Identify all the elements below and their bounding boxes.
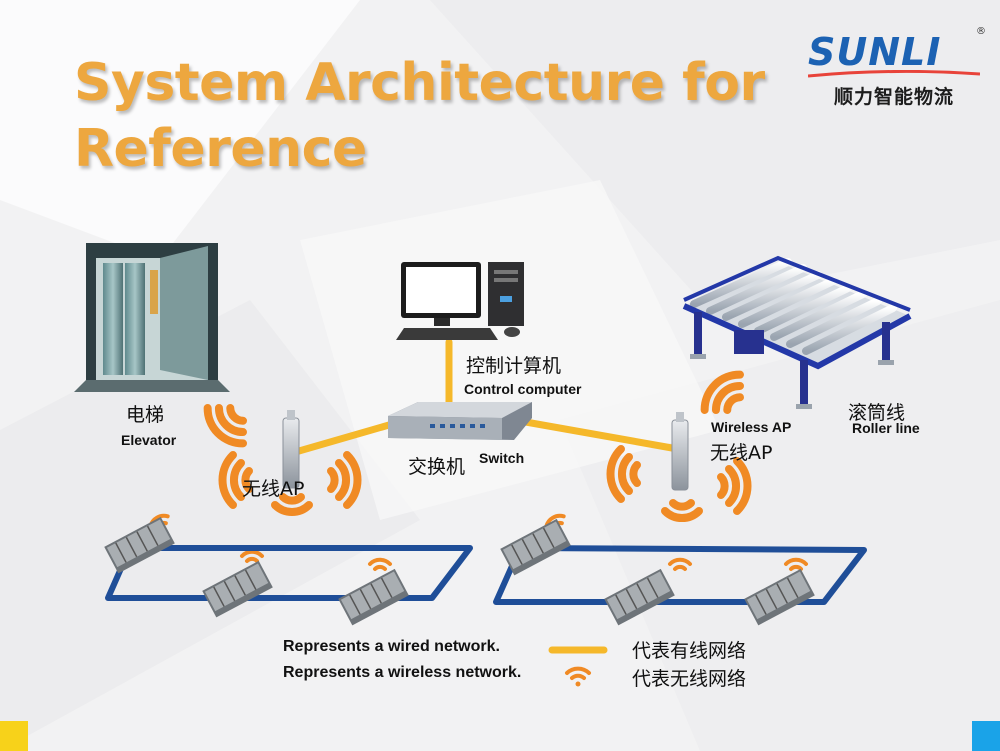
wifi-icon-right-ap-left [606,445,641,503]
wifi-icon-elevator [203,404,247,448]
wired-links [295,338,676,455]
elevator-image [74,243,230,392]
wifi-icon-shuttle-2 [240,549,264,563]
corner-accent-left [0,721,28,751]
shuttle-2 [202,560,273,618]
roller-line-label-en: Roller line [852,420,920,436]
shuttle-vehicles [104,516,815,626]
logo-underline [808,70,980,78]
wifi-icon-right-ap-right [717,457,752,515]
right-ap-device [671,412,689,491]
wifi-icon-roller [700,370,744,414]
wifi-icon-shuttle-6 [784,557,808,571]
wifi-icon-shuttle-5 [668,557,692,571]
shuttle-5 [604,568,675,626]
corner-accent-right [972,721,1000,751]
right-ap-label-en: Wireless AP [711,419,792,435]
right-track [493,545,867,605]
shuttle-3 [338,568,409,626]
wifi-icon-left-ap-bottom [271,493,313,517]
link-switch-right-ap [516,417,676,452]
legend-wireless-cn: 代表无线网络 [632,668,747,690]
wifi-icon-left-ap-right [327,451,362,509]
left-ap-label-cn: 无线AP [242,478,305,500]
switch-label-cn: 交换机 [408,456,466,478]
elevator-label-en: Elevator [121,432,177,448]
roller-line-image [682,255,912,409]
control-computer-label-en: Control computer [464,381,582,397]
roller-line-label-cn: 滚筒线 [848,402,906,424]
elevator-label-cn: 电梯 [126,404,165,426]
right-ap-label-cn: 无线AP [710,442,773,464]
control-computer-label-cn: 控制计算机 [466,355,562,377]
switch-label-en: Switch [479,450,525,466]
computer-image [396,262,524,340]
shuttle-6 [744,568,815,626]
link-switch-left-ap [295,419,400,455]
legend-wired-cn: 代表有线网络 [632,640,747,662]
shuttle-1 [104,516,175,574]
left-ap-device [282,410,300,489]
logo-tagline: 顺力智能物流 [833,86,954,108]
logo-wordmark: SUNLI [808,30,942,74]
slide-title: System Architecture for Reference [74,53,765,179]
wifi-icon-right-ap-bottom [661,499,703,523]
legend-wireless-en: Represents a wireless network. [283,664,522,681]
wifi-icon-left-ap-left [218,451,253,509]
left-track [105,545,473,601]
company-logo: SUNLI ® 顺力智能物流 [808,26,988,122]
wifi-icon-shuttle-3 [368,557,392,571]
registered-mark: ® [976,26,986,37]
legend-wireless-icon [565,666,591,687]
legend-wired-en: Represents a wired network. [283,638,500,655]
shuttle-4 [500,518,571,576]
switch-image [388,402,532,440]
